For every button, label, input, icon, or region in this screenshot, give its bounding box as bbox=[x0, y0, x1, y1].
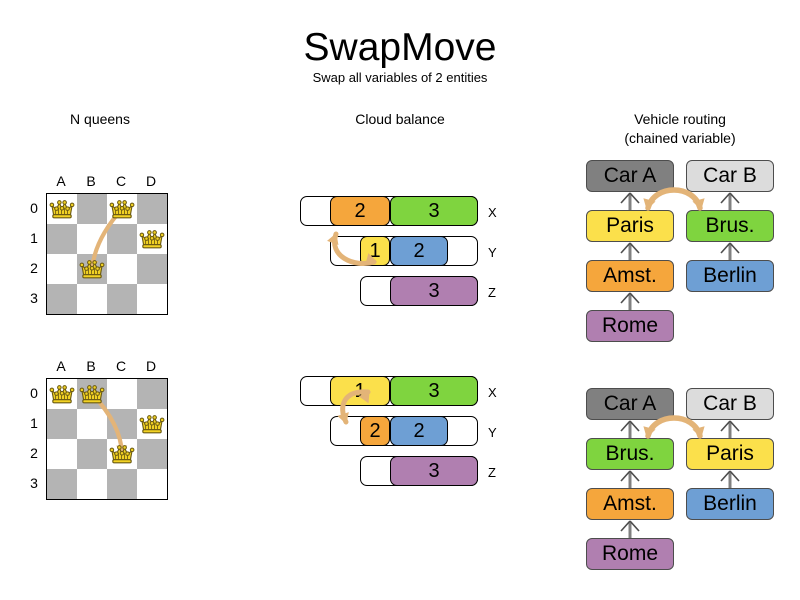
chessboard[interactable] bbox=[46, 193, 168, 315]
board-cell-C1[interactable] bbox=[107, 224, 137, 254]
nqueens-board-after: A B C D 0 1 2 3 bbox=[30, 358, 168, 500]
cloud-computer-label-X: X bbox=[488, 205, 497, 220]
board-cell-A1[interactable] bbox=[47, 224, 77, 254]
cloud-process-X-2[interactable]: 3 bbox=[390, 376, 478, 406]
board-column-label-C: C bbox=[115, 358, 127, 374]
cloud-computer-label-Z: Z bbox=[488, 285, 496, 300]
vrp-stop-b-2[interactable]: Berlin bbox=[686, 260, 774, 292]
vrp-link-a-2 bbox=[620, 470, 640, 488]
vrp-stop-a-3[interactable]: Rome bbox=[586, 538, 674, 570]
cloud-process-Y-1[interactable]: 2 bbox=[360, 416, 390, 446]
vrp-vehicle-car-b[interactable]: Car B bbox=[686, 388, 774, 420]
vrp-swap-arrow bbox=[643, 187, 705, 211]
cloud-swap-arrow bbox=[337, 389, 371, 425]
board-column-label-A: A bbox=[56, 173, 66, 189]
board-column-label-B: B bbox=[86, 358, 96, 374]
board-column-label-D: D bbox=[145, 173, 157, 189]
vrp-stop-a-1[interactable]: Brus. bbox=[586, 438, 674, 470]
vrp-stop-a-1[interactable]: Paris bbox=[586, 210, 674, 242]
vrp-heading-line2: (chained variable) bbox=[624, 130, 736, 146]
board-cell-D2[interactable] bbox=[137, 439, 167, 469]
board-cell-C3[interactable] bbox=[107, 469, 137, 499]
board-row-label-2: 2 bbox=[30, 445, 38, 461]
board-row-label-1: 1 bbox=[30, 230, 38, 246]
board-column-label-D: D bbox=[145, 358, 157, 374]
section-heading-vehicle-routing: Vehicle routing (chained variable) bbox=[550, 110, 800, 148]
board-cell-D3[interactable] bbox=[137, 469, 167, 499]
board-cell-A3[interactable] bbox=[47, 284, 77, 314]
vrp-link-b-1 bbox=[720, 192, 740, 210]
board-row-label-0: 0 bbox=[30, 385, 38, 401]
vrp-link-b-2 bbox=[720, 470, 740, 488]
board-cell-A2[interactable] bbox=[47, 254, 77, 284]
board-cell-D0[interactable] bbox=[137, 379, 167, 409]
cloud-computer-label-X: X bbox=[488, 385, 497, 400]
board-row-label-1: 1 bbox=[30, 415, 38, 431]
section-heading-cloud-balance: Cloud balance bbox=[355, 111, 445, 127]
vrp-heading-line1: Vehicle routing bbox=[634, 111, 726, 127]
vrp-vehicle-car-b[interactable]: Car B bbox=[686, 160, 774, 192]
vrp-link-a-3 bbox=[620, 520, 640, 538]
board-row-label-0: 0 bbox=[30, 200, 38, 216]
vrp-stop-a-3[interactable]: Rome bbox=[586, 310, 674, 342]
cloud-process-X-1[interactable]: 2 bbox=[330, 196, 390, 226]
vrp-stop-b-1[interactable]: Paris bbox=[686, 438, 774, 470]
vrp-stop-a-2[interactable]: Amst. bbox=[586, 260, 674, 292]
vrp-swap-arrow bbox=[643, 415, 705, 439]
board-cell-C2[interactable] bbox=[107, 254, 137, 284]
cloud-computer-label-Y: Y bbox=[488, 425, 497, 440]
board-column-label-A: A bbox=[56, 358, 66, 374]
cloud-process-Y-2[interactable]: 2 bbox=[390, 416, 448, 446]
vrp-vehicle-car-a[interactable]: Car A bbox=[586, 160, 674, 192]
board-column-label-B: B bbox=[86, 173, 96, 189]
board-cell-B3[interactable] bbox=[77, 469, 107, 499]
board-cell-B2[interactable] bbox=[77, 439, 107, 469]
board-row-label-3: 3 bbox=[30, 475, 38, 491]
cloud-swap-arrow bbox=[327, 231, 377, 266]
page-subtitle: Swap all variables of 2 entities bbox=[312, 70, 488, 85]
nqueens-board-before: A B C D 0 1 2 3 bbox=[30, 173, 168, 315]
vrp-link-a-2 bbox=[620, 242, 640, 260]
board-cell-B0[interactable] bbox=[77, 194, 107, 224]
board-cell-A2[interactable] bbox=[47, 439, 77, 469]
board-cell-D0[interactable] bbox=[137, 194, 167, 224]
cloud-computer-label-Y: Y bbox=[488, 245, 497, 260]
vrp-link-b-2 bbox=[720, 242, 740, 260]
section-heading-nqueens: N queens bbox=[70, 111, 130, 127]
board-cell-C3[interactable] bbox=[107, 284, 137, 314]
vrp-link-a-1 bbox=[620, 420, 640, 438]
page-title: SwapMove bbox=[303, 26, 497, 69]
vrp-stop-a-2[interactable]: Amst. bbox=[586, 488, 674, 520]
board-cell-C0[interactable] bbox=[107, 379, 137, 409]
vrp-vehicle-car-a[interactable]: Car A bbox=[586, 388, 674, 420]
vrp-link-b-1 bbox=[720, 420, 740, 438]
board-row-label-3: 3 bbox=[30, 290, 38, 306]
cloud-process-X-2[interactable]: 3 bbox=[390, 196, 478, 226]
board-cell-A1[interactable] bbox=[47, 409, 77, 439]
vrp-link-a-1 bbox=[620, 192, 640, 210]
cloud-process-Z-1[interactable]: 3 bbox=[390, 276, 478, 306]
board-cell-D2[interactable] bbox=[137, 254, 167, 284]
vrp-link-a-3 bbox=[620, 292, 640, 310]
vrp-stop-b-1[interactable]: Brus. bbox=[686, 210, 774, 242]
chessboard[interactable] bbox=[46, 378, 168, 500]
board-cell-B1[interactable] bbox=[77, 409, 107, 439]
board-cell-A3[interactable] bbox=[47, 469, 77, 499]
board-cell-D3[interactable] bbox=[137, 284, 167, 314]
queen-swap-arrow bbox=[87, 206, 125, 272]
queen-swap-arrow bbox=[89, 391, 128, 457]
board-column-label-C: C bbox=[115, 173, 127, 189]
cloud-process-Y-2[interactable]: 2 bbox=[390, 236, 448, 266]
board-row-label-2: 2 bbox=[30, 260, 38, 276]
vrp-stop-b-2[interactable]: Berlin bbox=[686, 488, 774, 520]
board-cell-B3[interactable] bbox=[77, 284, 107, 314]
cloud-process-Z-1[interactable]: 3 bbox=[390, 456, 478, 486]
cloud-computer-label-Z: Z bbox=[488, 465, 496, 480]
